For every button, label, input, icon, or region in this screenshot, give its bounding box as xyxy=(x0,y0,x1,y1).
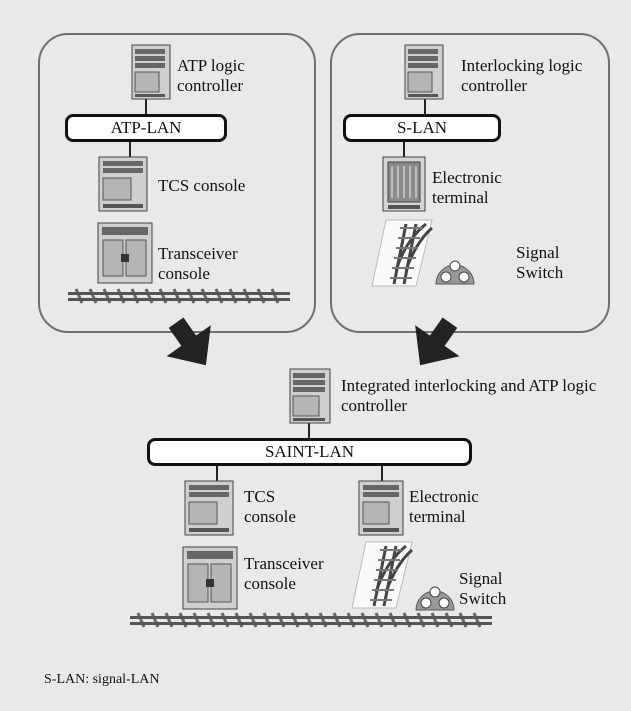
saint-lan-bar: SAINT-LAN xyxy=(147,438,472,466)
s-lan-bar: S-LAN xyxy=(343,114,501,142)
saint-signal-lamp-icon xyxy=(415,586,455,611)
electronic-terminal-label: Electronic terminal xyxy=(432,168,502,207)
saint-railway-switch-icon xyxy=(351,541,414,609)
tcs-console-server-icon xyxy=(98,156,148,212)
saint-controller-link xyxy=(308,416,310,438)
integrated-controller-label: Integrated interlocking and ATP logic co… xyxy=(341,376,597,415)
atp-lan-bar: ATP-LAN xyxy=(65,114,227,142)
saint-electronic-terminal-label: Electronic terminal xyxy=(409,487,479,526)
atp-controller-label: ATP logic controller xyxy=(177,56,245,95)
saint-transceiver-console-icon xyxy=(182,546,238,610)
saint-tcs-link xyxy=(216,462,218,482)
saint-tcs-console-label: TCS console xyxy=(244,487,296,526)
signal-switch-label: Signal Switch xyxy=(516,243,564,282)
saint-terminal-link xyxy=(381,462,383,482)
saint-signal-switch-label: Signal Switch xyxy=(459,569,507,608)
saint-electronic-terminal-icon xyxy=(358,480,404,536)
saint-integrated-controller-server-icon xyxy=(289,368,331,424)
arrow-left-down-icon xyxy=(166,317,211,366)
signal-lamp-icon xyxy=(435,260,475,285)
atp-system-panel xyxy=(38,33,316,333)
interlocking-controller-server-icon xyxy=(404,44,444,100)
s-lan-terminal-link xyxy=(403,142,405,160)
saint-tcs-console-server-icon xyxy=(184,480,234,536)
saint-transceiver-console-label: Transceiver console xyxy=(244,554,324,593)
tcs-console-label: TCS console xyxy=(158,176,246,195)
saint-track-icon xyxy=(130,612,492,628)
electronic-terminal-icon xyxy=(382,156,426,212)
transceiver-console-icon xyxy=(97,222,153,284)
s-lan-controller-link xyxy=(424,98,426,118)
footnote: S-LAN: signal-LAN xyxy=(44,672,160,687)
transceiver-console-label: Transceiver console xyxy=(158,244,238,283)
railway-switch-icon xyxy=(371,219,434,287)
atp-controller-link xyxy=(145,98,147,118)
atp-track-icon xyxy=(68,288,290,304)
atp-tcs-link xyxy=(129,142,131,160)
interlocking-controller-label: Interlocking logic controller xyxy=(461,56,583,95)
arrow-right-down-icon xyxy=(415,317,460,366)
atp-controller-server-icon xyxy=(131,44,171,100)
